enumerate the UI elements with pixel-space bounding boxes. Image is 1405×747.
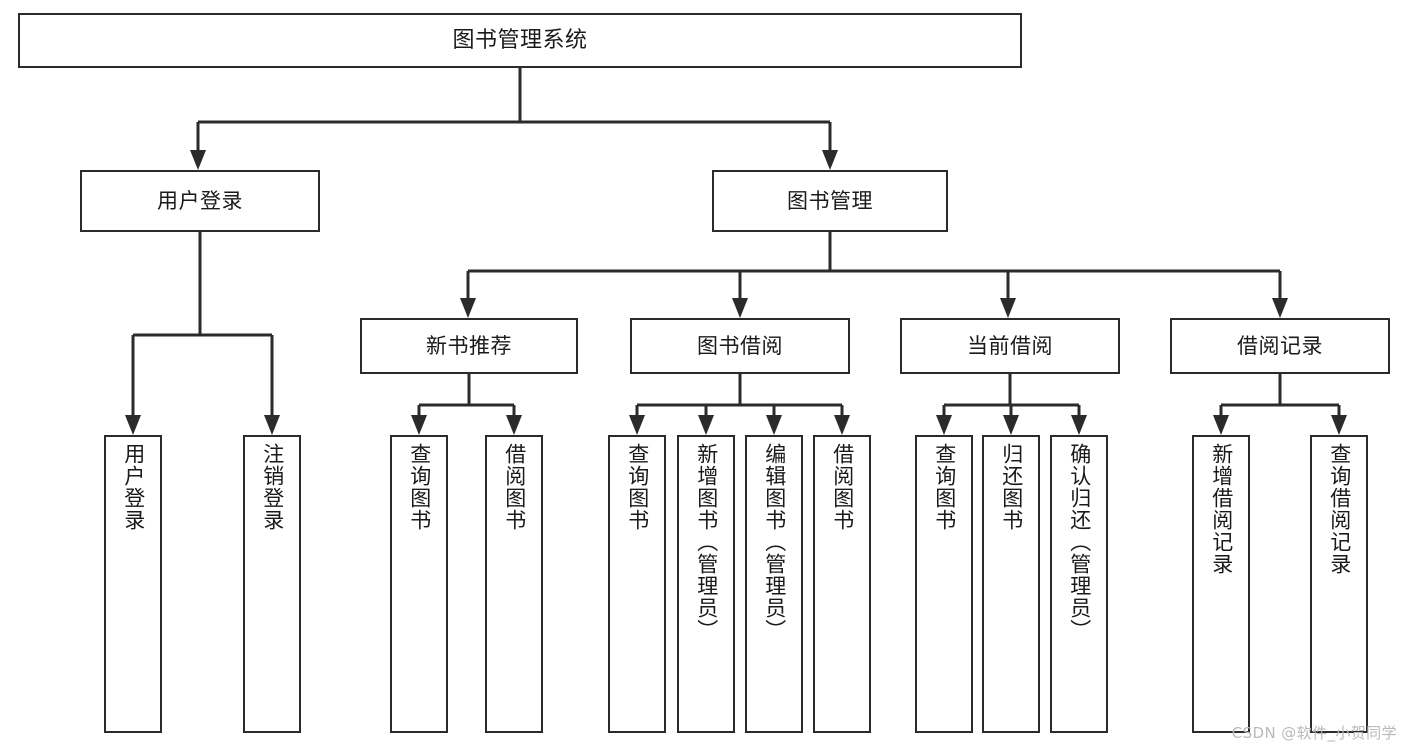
node-leaf-borrow-book-rec[interactable]: 借阅图书 bbox=[485, 435, 543, 733]
arrowhead-current-to-l2 bbox=[1003, 415, 1019, 435]
arrowhead-book-manage-to-c2 bbox=[732, 298, 748, 318]
node-root[interactable]: 图书管理系统 bbox=[18, 13, 1022, 68]
arrowhead-rec-to-l2 bbox=[506, 415, 522, 435]
node-label: 借阅记录 bbox=[1237, 333, 1323, 358]
node-user-login[interactable]: 用户登录 bbox=[80, 170, 320, 232]
arrowhead-borrow-to-l4 bbox=[834, 415, 850, 435]
node-leaf-confirm-return[interactable]: 确认归还（管理员） bbox=[1050, 435, 1108, 733]
node-label: 查询借阅记录 bbox=[1327, 443, 1352, 575]
arrowhead-book-manage-to-c1 bbox=[460, 298, 476, 318]
node-current-borrow[interactable]: 当前借阅 bbox=[900, 318, 1120, 374]
node-leaf-return-book[interactable]: 归还图书 bbox=[982, 435, 1040, 733]
node-leaf-user-login[interactable]: 用户登录 bbox=[104, 435, 162, 733]
arrowhead-current-to-l3 bbox=[1071, 415, 1087, 435]
node-leaf-logout[interactable]: 注销登录 bbox=[243, 435, 301, 733]
node-label: 查询图书 bbox=[407, 443, 432, 531]
node-book-manage[interactable]: 图书管理 bbox=[712, 170, 948, 232]
node-label: 图书管理 bbox=[787, 188, 873, 213]
node-new-book-recommend[interactable]: 新书推荐 bbox=[360, 318, 578, 374]
node-label: 当前借阅 bbox=[967, 333, 1053, 358]
arrowhead-record-to-l2 bbox=[1331, 415, 1347, 435]
node-leaf-add-book[interactable]: 新增图书（管理员） bbox=[677, 435, 735, 733]
node-label: 注销登录 bbox=[260, 443, 285, 531]
node-leaf-add-borrow-record[interactable]: 新增借阅记录 bbox=[1192, 435, 1250, 733]
arrowhead-book-manage-to-c4 bbox=[1272, 298, 1288, 318]
node-label: 编辑图书（管理员） bbox=[762, 443, 787, 641]
arrowhead-borrow-to-l1 bbox=[629, 415, 645, 435]
arrowhead-borrow-to-l3 bbox=[766, 415, 782, 435]
node-label: 图书借阅 bbox=[697, 333, 783, 358]
node-leaf-query-book-borrow[interactable]: 查询图书 bbox=[608, 435, 666, 733]
arrowhead-root-to-book-manage bbox=[822, 150, 838, 170]
node-label: 新增借阅记录 bbox=[1209, 443, 1234, 575]
arrowhead-user-login-to-leaf2 bbox=[264, 415, 280, 435]
node-book-borrow[interactable]: 图书借阅 bbox=[630, 318, 850, 374]
arrowhead-root-to-user-login bbox=[190, 150, 206, 170]
node-leaf-edit-book[interactable]: 编辑图书（管理员） bbox=[745, 435, 803, 733]
node-label: 用户登录 bbox=[157, 188, 243, 213]
node-borrow-record[interactable]: 借阅记录 bbox=[1170, 318, 1390, 374]
node-leaf-query-borrow-record[interactable]: 查询借阅记录 bbox=[1310, 435, 1368, 733]
node-label: 查询图书 bbox=[932, 443, 957, 531]
node-label: 借阅图书 bbox=[830, 443, 855, 531]
node-label: 查询图书 bbox=[625, 443, 650, 531]
arrowhead-borrow-to-l2 bbox=[698, 415, 714, 435]
arrowhead-record-to-l1 bbox=[1213, 415, 1229, 435]
node-label: 借阅图书 bbox=[502, 443, 527, 531]
node-label: 新增图书（管理员） bbox=[694, 443, 719, 641]
node-leaf-borrow-book[interactable]: 借阅图书 bbox=[813, 435, 871, 733]
node-leaf-query-book-rec[interactable]: 查询图书 bbox=[390, 435, 448, 733]
node-label: 用户登录 bbox=[121, 443, 146, 531]
arrowhead-rec-to-l1 bbox=[411, 415, 427, 435]
node-leaf-query-book-current[interactable]: 查询图书 bbox=[915, 435, 973, 733]
node-label: 归还图书 bbox=[999, 443, 1024, 531]
arrowhead-current-to-l1 bbox=[936, 415, 952, 435]
arrowhead-book-manage-to-c3 bbox=[1000, 298, 1016, 318]
node-label: 图书管理系统 bbox=[452, 27, 588, 53]
arrowhead-user-login-to-leaf1 bbox=[125, 415, 141, 435]
node-label: 确认归还（管理员） bbox=[1067, 443, 1092, 641]
node-label: 新书推荐 bbox=[426, 333, 512, 358]
csdn-watermark: CSDN @软件_小贺同学 bbox=[1231, 724, 1397, 742]
